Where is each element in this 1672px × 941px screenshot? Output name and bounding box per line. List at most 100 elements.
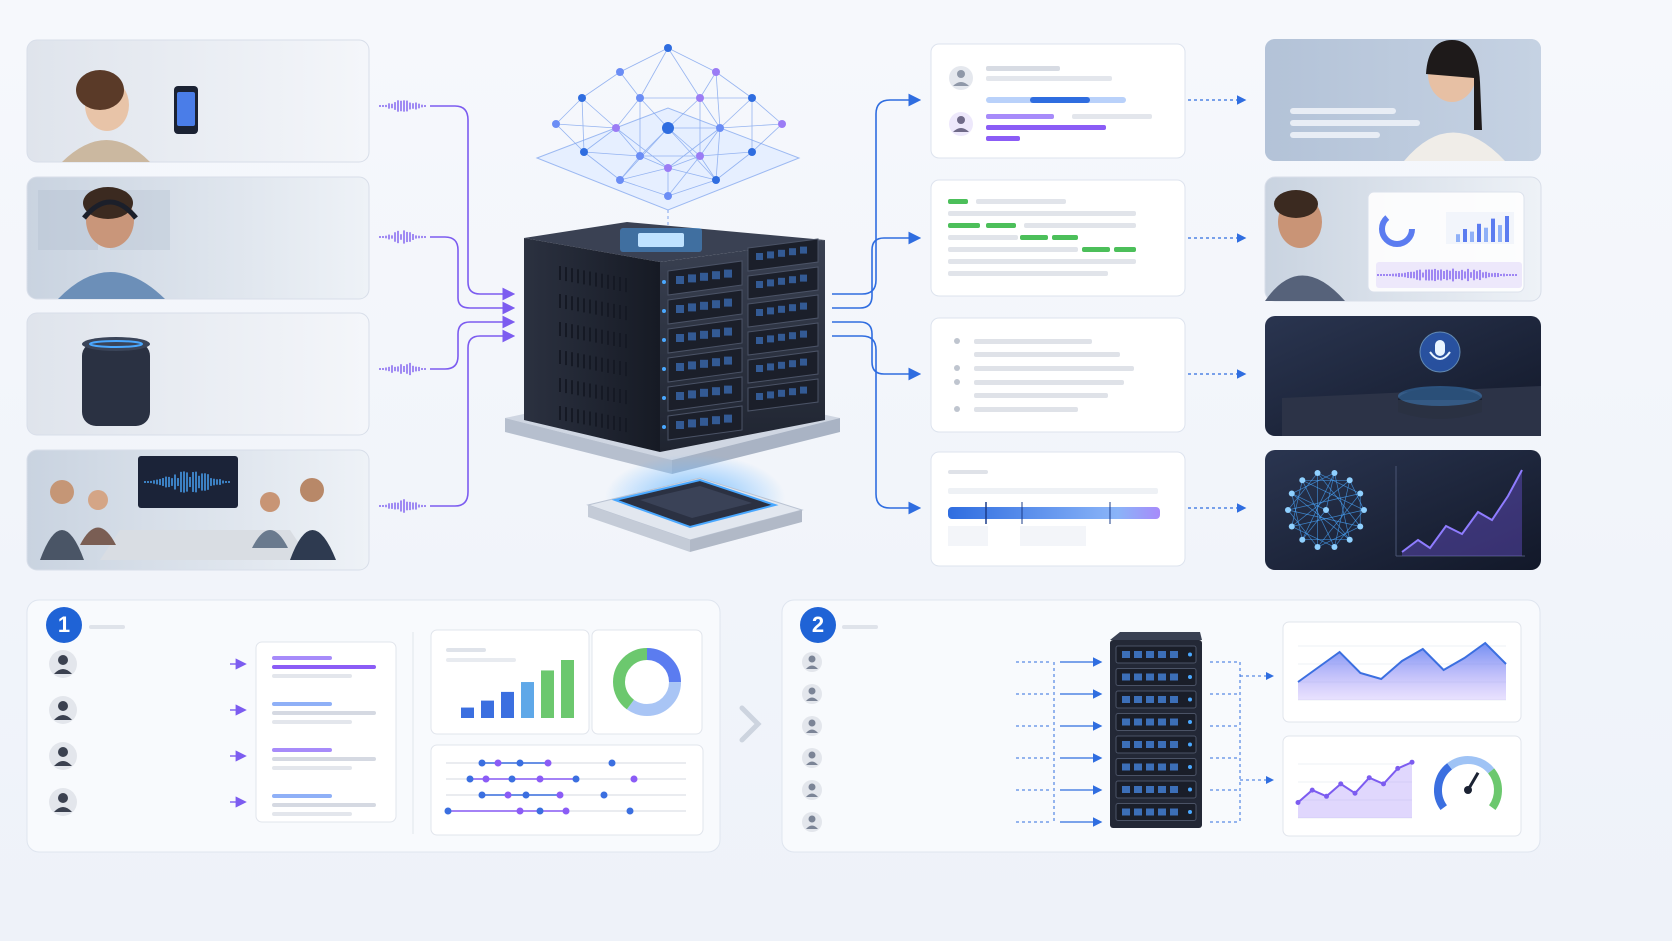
text-line bbox=[272, 656, 332, 660]
network-node bbox=[716, 124, 724, 132]
stream-waveform bbox=[831, 783, 1010, 797]
output-video-call bbox=[1265, 39, 1541, 161]
network-node bbox=[1288, 523, 1295, 530]
status-led bbox=[1188, 810, 1192, 814]
network-node bbox=[612, 124, 620, 132]
output-connectors bbox=[832, 93, 922, 515]
chevron-right-icon bbox=[739, 705, 762, 743]
neural-network-graphic bbox=[535, 44, 801, 232]
status-led bbox=[662, 309, 666, 313]
timeline-dot bbox=[536, 807, 544, 815]
stream-waveform bbox=[831, 686, 1010, 702]
donut-slice bbox=[613, 648, 681, 716]
network-node bbox=[664, 44, 672, 52]
donut-chart bbox=[1379, 211, 1415, 247]
stage1-dot-timeline bbox=[444, 759, 686, 815]
status-led bbox=[1188, 787, 1192, 792]
output-card-timeline bbox=[930, 451, 1186, 567]
timeline-dot bbox=[444, 807, 452, 815]
gauge-hub bbox=[1464, 786, 1472, 794]
woman-video-icon bbox=[1404, 40, 1505, 161]
output-voice-assistant bbox=[1265, 316, 1541, 436]
server-slot bbox=[1115, 690, 1197, 709]
network-node bbox=[1361, 507, 1367, 513]
network-node bbox=[1331, 544, 1338, 551]
network-node bbox=[696, 152, 704, 160]
status-led bbox=[1188, 720, 1192, 724]
text-line bbox=[272, 766, 352, 770]
ai-chip bbox=[586, 454, 804, 552]
stream-waveform bbox=[831, 814, 1010, 830]
bar bbox=[481, 700, 494, 718]
stage-1-badge: 1 bbox=[46, 607, 82, 643]
network-node bbox=[662, 122, 674, 134]
data-point bbox=[1395, 765, 1401, 771]
input-waveform-tail bbox=[379, 362, 426, 376]
agent-icon bbox=[1265, 190, 1345, 301]
timeline-dot bbox=[482, 775, 490, 783]
bar bbox=[561, 660, 574, 718]
text-line bbox=[272, 812, 352, 816]
timeline-dot bbox=[516, 759, 524, 767]
speaker-waveform bbox=[89, 654, 226, 674]
bar bbox=[461, 707, 474, 718]
data-point bbox=[1381, 781, 1386, 787]
network-node bbox=[1323, 507, 1329, 513]
status-led bbox=[1188, 652, 1192, 657]
text-line bbox=[272, 674, 352, 678]
line-area bbox=[1298, 762, 1412, 818]
input-waveform bbox=[204, 90, 368, 122]
timeline-dot bbox=[544, 759, 552, 767]
status-led bbox=[1188, 765, 1192, 769]
text-line bbox=[272, 702, 332, 706]
network-node bbox=[616, 176, 624, 184]
text-line bbox=[272, 748, 332, 752]
smart-speaker-icon bbox=[82, 337, 150, 426]
timeline-dot bbox=[536, 775, 544, 783]
timeline-dot bbox=[478, 759, 486, 767]
mini-bar bbox=[1498, 225, 1502, 242]
timeline-dot bbox=[630, 775, 638, 783]
network-node bbox=[1331, 469, 1338, 476]
server-slot bbox=[1115, 668, 1197, 686]
output-card-highlights bbox=[930, 179, 1186, 297]
server-rack bbox=[505, 222, 840, 474]
timeline-dot bbox=[562, 807, 570, 815]
bar bbox=[521, 682, 534, 718]
timeline-dot bbox=[508, 775, 516, 783]
server-slot bbox=[1115, 758, 1197, 776]
stream-waveform bbox=[831, 718, 1010, 734]
network-node bbox=[1346, 477, 1353, 484]
timeline-dot bbox=[494, 759, 502, 767]
timeline-dot bbox=[522, 791, 530, 799]
stage1-donut-chart bbox=[613, 648, 681, 716]
text-line bbox=[272, 720, 352, 724]
input-waveform bbox=[187, 217, 366, 257]
bar bbox=[501, 691, 514, 718]
mini-bar bbox=[1477, 223, 1481, 242]
network-node bbox=[712, 68, 720, 76]
status-led bbox=[662, 425, 666, 429]
timeline-dot bbox=[516, 807, 524, 815]
area-fill bbox=[1298, 643, 1506, 700]
woman-profile-icon bbox=[62, 70, 150, 162]
input-source-smart-speaker bbox=[26, 312, 370, 436]
status-led bbox=[662, 396, 666, 400]
timeline-dot bbox=[608, 759, 616, 767]
input-waveform bbox=[181, 349, 366, 389]
stage2-panel bbox=[781, 599, 1541, 853]
network-node bbox=[778, 120, 786, 128]
timeline-dot bbox=[478, 791, 486, 799]
final-output-arrows bbox=[1188, 95, 1247, 513]
output-card-summary-list bbox=[930, 317, 1186, 433]
data-point bbox=[1324, 793, 1329, 799]
output-card-transcript bbox=[930, 43, 1186, 159]
gauge-segment bbox=[1447, 756, 1495, 774]
network-node bbox=[1357, 523, 1364, 530]
network-node bbox=[1314, 544, 1321, 551]
server-slot bbox=[1115, 735, 1197, 754]
text-line bbox=[272, 665, 376, 669]
area-line bbox=[1297, 641, 1507, 683]
gauge-segment bbox=[1487, 768, 1502, 810]
gauge-segment bbox=[1434, 763, 1453, 810]
